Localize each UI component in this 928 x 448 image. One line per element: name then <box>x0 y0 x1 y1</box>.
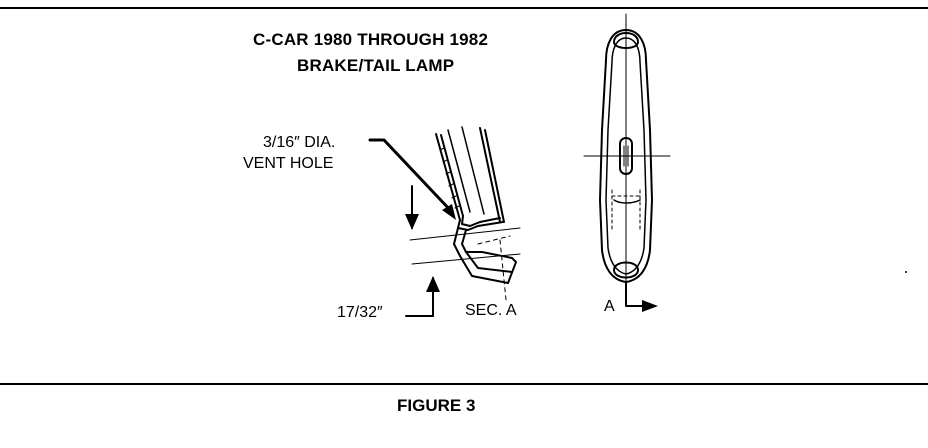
title-line-2: BRAKE/TAIL LAMP <box>297 56 455 75</box>
title-line-1: C-CAR 1980 THROUGH 1982 <box>253 30 489 49</box>
section-marker-label: A <box>604 298 615 315</box>
vent-hole-label-line-2: VENT HOLE <box>243 155 334 172</box>
vent-hole-label-line-1: 3/16″ DIA. <box>263 134 336 151</box>
section-a-drawing <box>368 126 521 317</box>
lamp-front-view <box>583 13 671 312</box>
stray-dot <box>905 271 907 273</box>
figure-caption: FIGURE 3 <box>397 396 476 415</box>
section-a-label: SEC. A <box>465 302 517 319</box>
dimension-label: 17/32″ <box>337 304 383 321</box>
